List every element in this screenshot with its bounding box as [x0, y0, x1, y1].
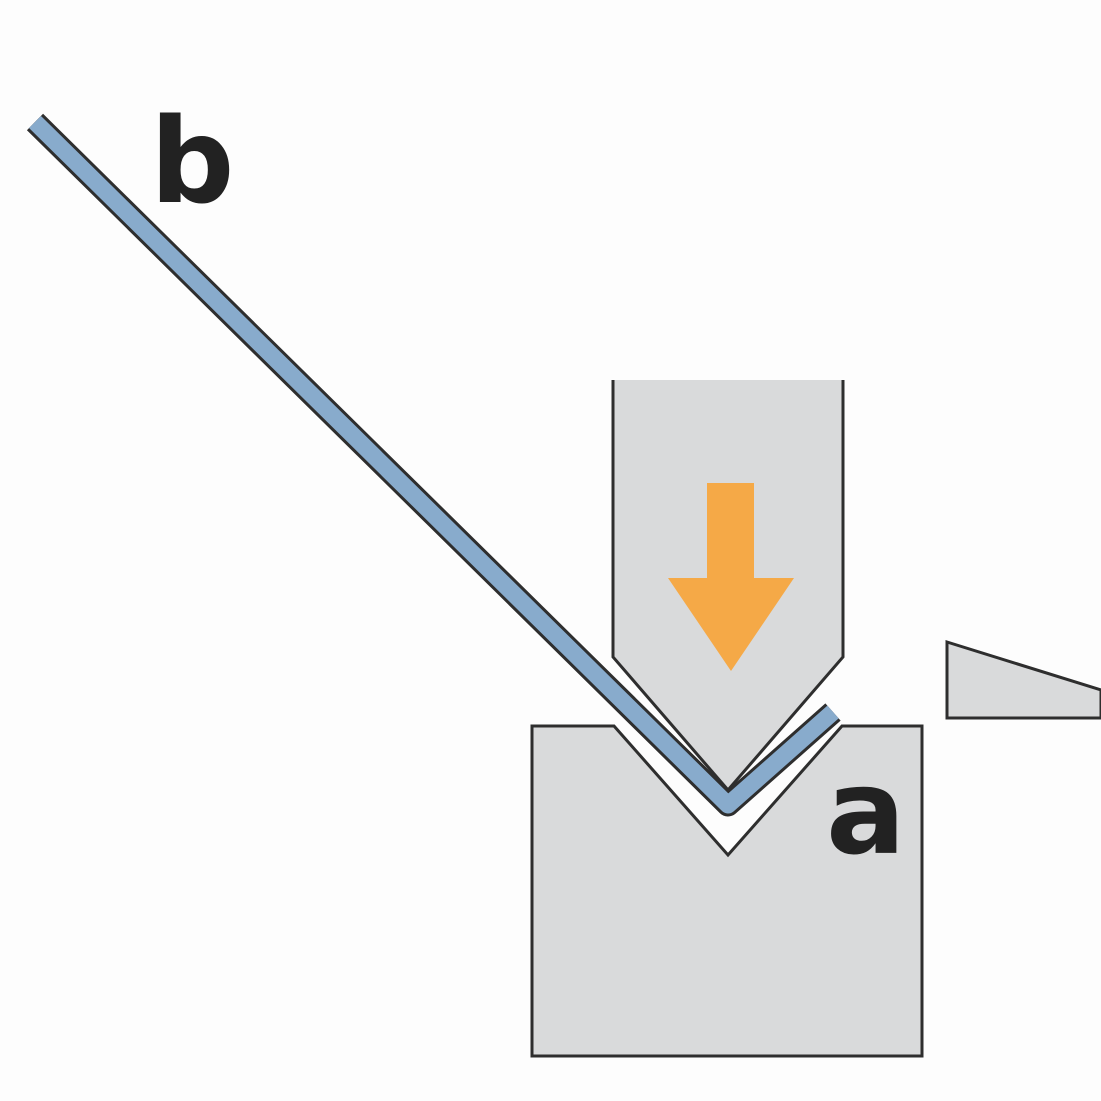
die-label-a: a — [826, 743, 906, 881]
arrow-down-icon — [668, 483, 794, 671]
lower-die-a — [530, 724, 924, 1058]
sheet-metal-b — [29, 115, 839, 814]
back-gauge-stop — [945, 639, 1101, 720]
sheet-label-b: b — [150, 92, 234, 230]
